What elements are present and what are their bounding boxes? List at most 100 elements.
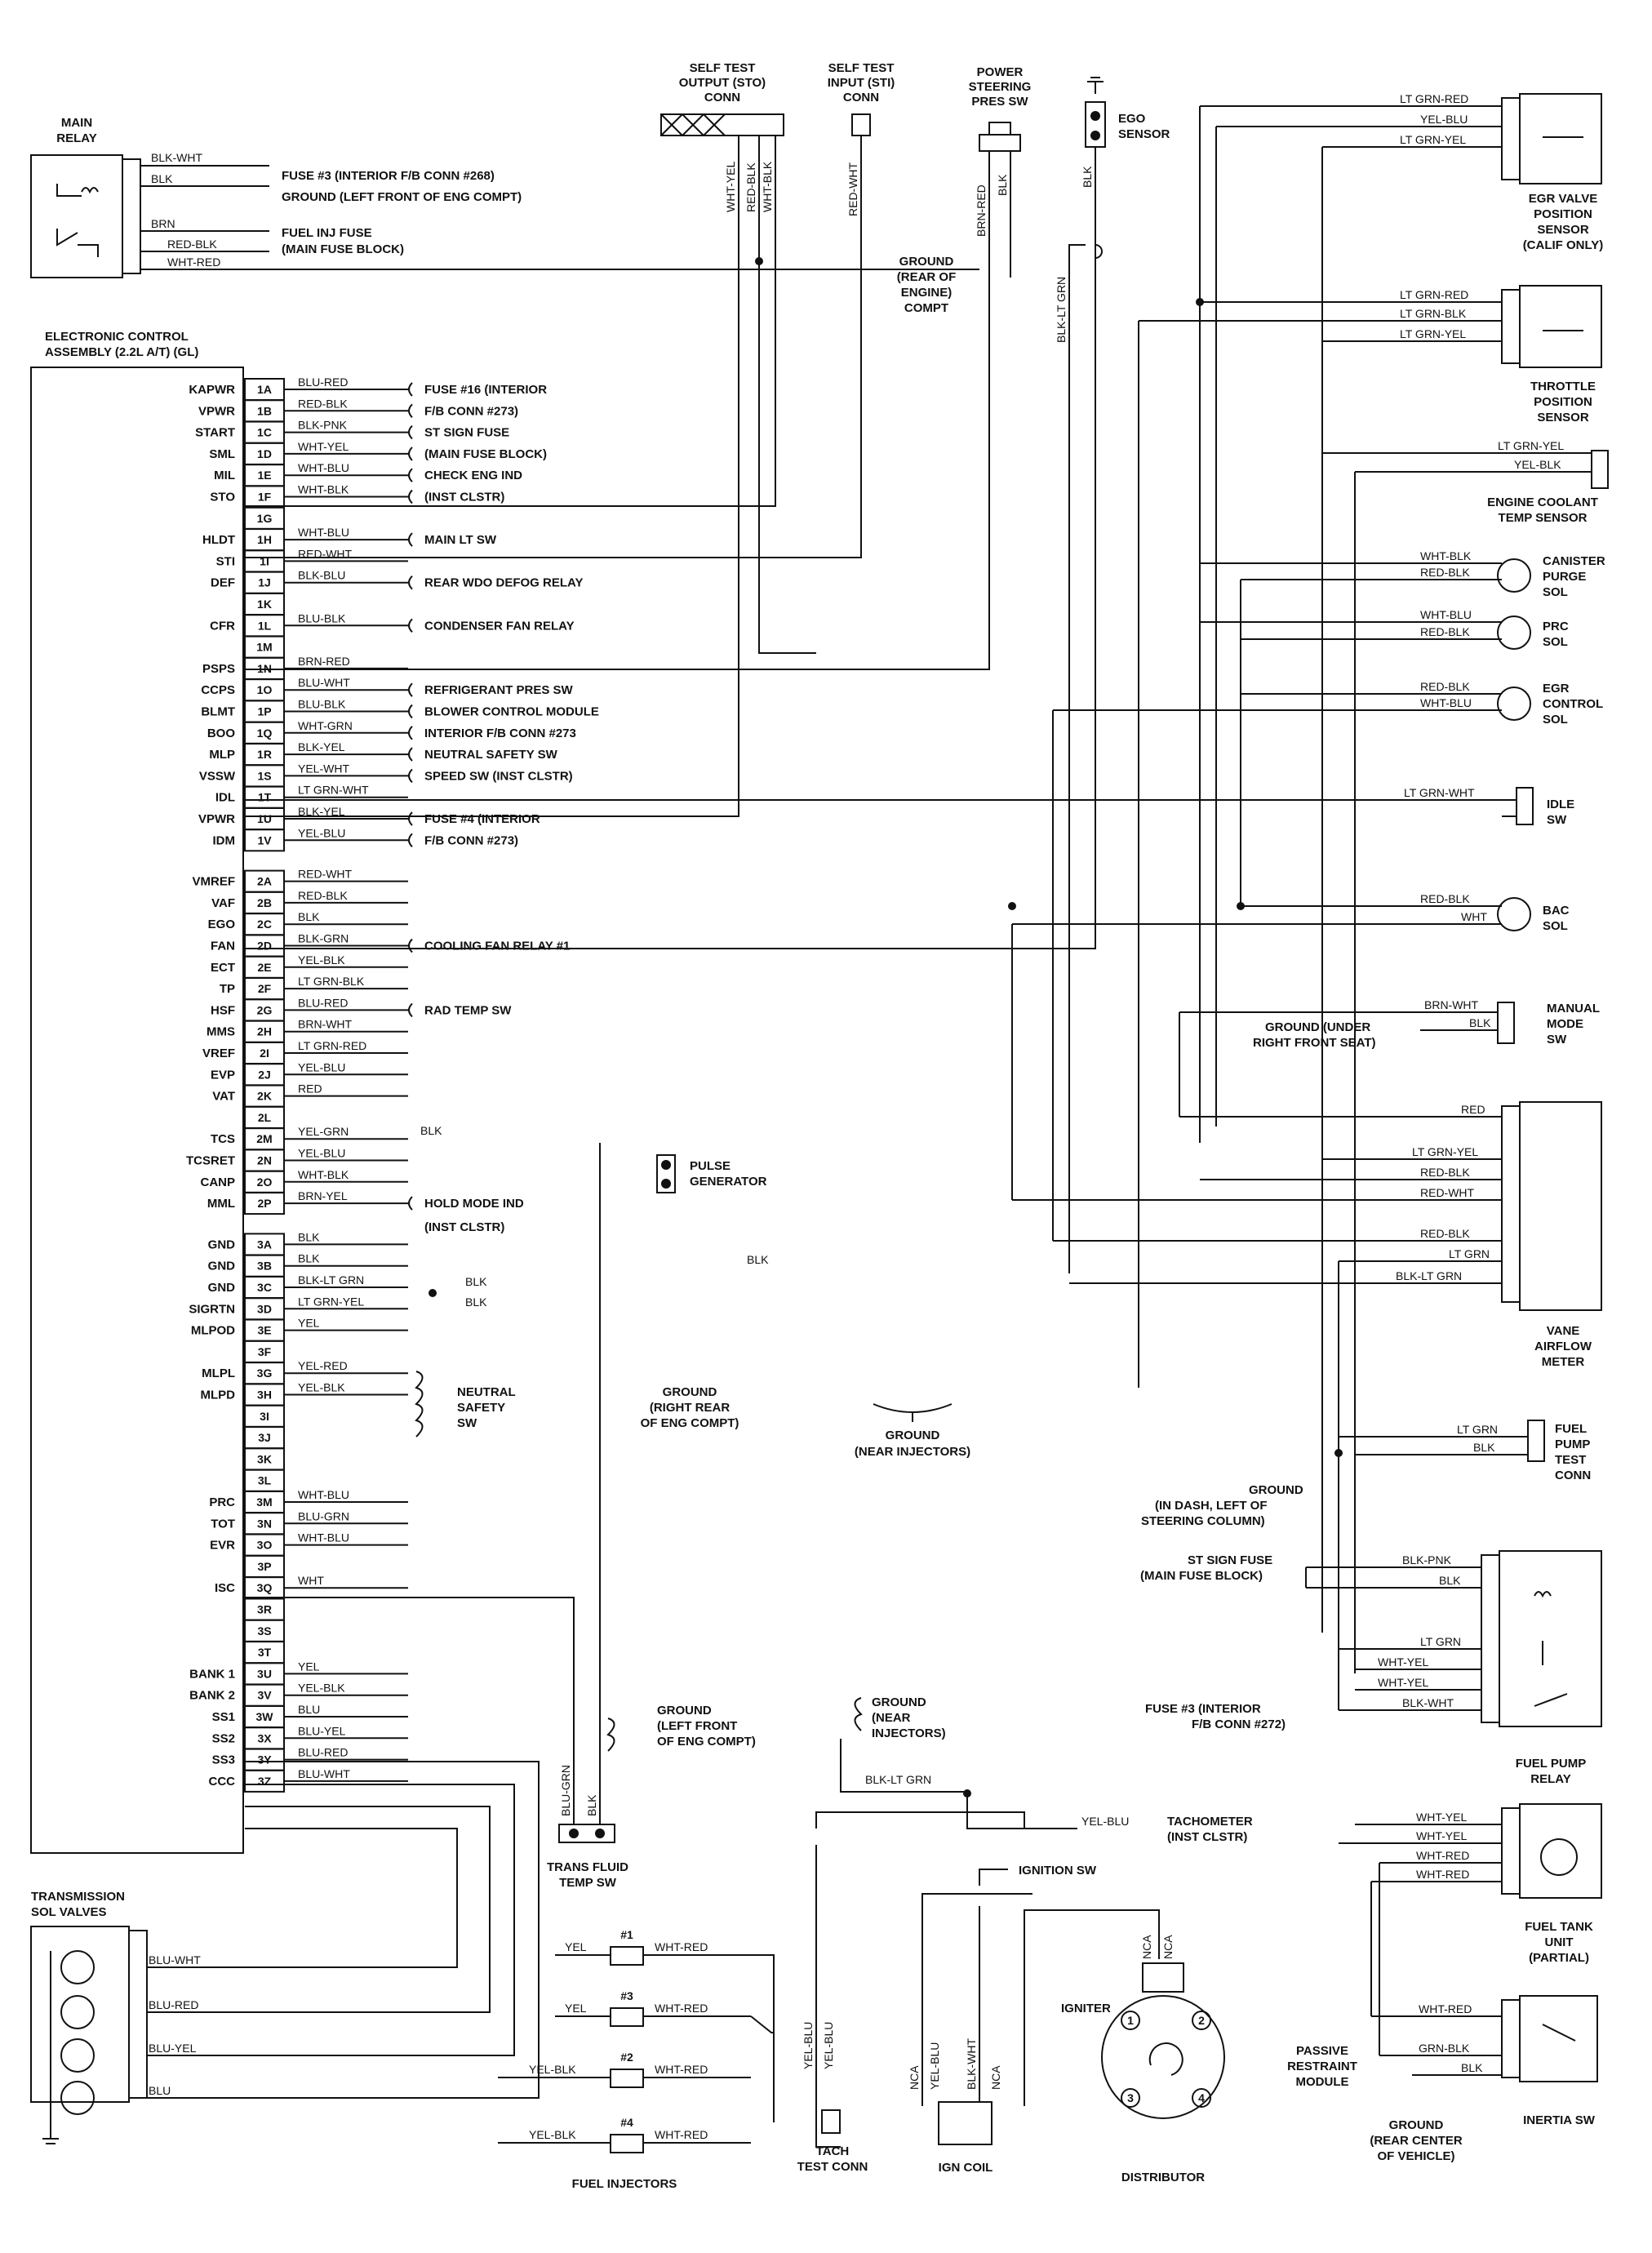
ecu-pin-id: 2A [257, 875, 272, 888]
vaf-wire-4: RED-WHT [1420, 1186, 1475, 1199]
ecu-pin-id: 1V [257, 833, 272, 847]
wire-label-blk-wht: BLK-WHT [151, 151, 202, 164]
ecu-pin-id: 3U [257, 1667, 272, 1680]
ecu-pin-signal: TCS [211, 1132, 235, 1146]
egr-ctrl-title-3: SOL [1543, 713, 1568, 727]
ecu-pin-wire-color: BLK-GRN [298, 932, 349, 945]
wire-label-wht-red: WHT-RED [167, 256, 220, 269]
ecu-pin-wire-color: BLK-BLU [298, 569, 345, 582]
ecu-extra-labels: (INST CLSTR) PULSE GENERATOR BLK BLK BLK… [415, 1124, 970, 1459]
ecu-pin-id: 2P [257, 1197, 271, 1210]
trans-sol-wire-1: BLU-WHT [149, 1953, 201, 1966]
fpr-title-2: RELAY [1530, 1772, 1570, 1786]
vaf-wire-5: RED-BLK [1420, 1227, 1470, 1240]
ecu-pin-signal: STI [216, 554, 235, 568]
ecu-pin-cell [244, 399, 285, 423]
ecu-pin-cell [244, 807, 285, 830]
ecu-pin-dest-brace [408, 424, 413, 440]
ecu-pin-wire-color: RED [298, 1082, 322, 1095]
ecu-pin-signal: MIL [214, 469, 235, 482]
ecu-pin-id: 3J [258, 1431, 271, 1444]
fuel-injectors-title: FUEL INJECTORS [572, 2177, 677, 2191]
fuel-tank-box [1519, 1803, 1602, 1899]
ecu-pin-row: 3S [244, 1619, 285, 1642]
canister-title-1: CANISTER [1543, 554, 1605, 568]
ecu-pin-dest-brace [408, 704, 413, 719]
ecu-pin-signal: TP [220, 982, 235, 996]
ecu-pin-wire-color: BLK-YEL [298, 805, 345, 818]
ground-right-rear-1: GROUND [663, 1385, 717, 1399]
ign-coil-wire-1: NCA [908, 2065, 921, 2090]
ecu-pin-wire-color: BLU-RED [298, 376, 348, 389]
main-relay: MAIN RELAY BLK-WHT BLK BRN RED-BLK WHT-R… [30, 116, 979, 278]
ecu-pin-id: 3X [257, 1731, 272, 1744]
ecu-pin-cell [244, 829, 285, 852]
splice-4 [755, 257, 763, 265]
ecu-pin-signal: KAPWR [189, 383, 235, 397]
wire-label-blk: BLK [151, 172, 173, 185]
relay-dest-ground: GROUND (LEFT FRONT OF ENG COMPT) [282, 190, 522, 204]
wire-label-blk-2l: BLK [420, 1124, 442, 1137]
ecu-pin-id: 2G [257, 1003, 273, 1016]
ecu-pin-cell [244, 1276, 285, 1299]
right-components: LT GRN-RED YEL-BLU LT GRN-YEL EGR VALVE … [245, 92, 1609, 2163]
ground-lf-1: GROUND [657, 1704, 712, 1718]
ecu-pin-id: 2F [258, 982, 272, 995]
trans-sol-wire-3: BLU-YEL [149, 2042, 197, 2055]
ecu-pin-wire-color: WHT-BLK [298, 1168, 349, 1181]
fpr-wire-5: WHT-YEL [1378, 1676, 1428, 1689]
ecu-pin-wire-color: YEL-BLK [298, 1381, 345, 1394]
prc-sol-body [1497, 615, 1531, 650]
ground-rear-2: (REAR OF [897, 270, 957, 284]
splice-3 [1008, 902, 1016, 910]
ecu-pin-dest-brace [408, 532, 413, 547]
ign-coil-wire-2: YEL-BLU [928, 2042, 941, 2090]
ecu-pin-dest-brace [408, 726, 413, 740]
ecu-pin-signal: GND [208, 1260, 236, 1273]
trans-sol-title-2: SOL VALVES [31, 1905, 107, 1919]
cyl-1-label: 1 [1127, 2014, 1134, 2027]
ecu-pin-id: 2L [258, 1111, 272, 1124]
ecu-pin-signal: HSF [211, 1003, 235, 1017]
vaf-wire-1: RED [1461, 1103, 1485, 1116]
tps-title-1: THROTTLE [1530, 380, 1596, 393]
ecu-pin-wire-color: BLK-LT GRN [298, 1273, 364, 1286]
ecu-pin-cell [244, 378, 285, 401]
fuel-pump-relay-connector [1481, 1554, 1500, 1723]
vaf-wire-2: LT GRN-YEL [1412, 1145, 1478, 1158]
ecu-pin-wire-color: YEL-BLK [298, 953, 345, 967]
fpr-wire-1: BLK-PNK [1402, 1553, 1452, 1566]
ecu-pin-signal: MLPL [202, 1366, 235, 1380]
ecu-pin-dest-brace [408, 468, 413, 482]
egr-position-connector [1501, 97, 1521, 180]
ecu-pin-wire-color: BLK [298, 910, 320, 923]
pulse-pin-1 [661, 1160, 671, 1170]
ecu-pin-id: 1Q [257, 727, 273, 740]
ignition-wires [921, 1869, 1160, 2106]
ecu-pin-signal: VAT [212, 1090, 235, 1104]
idle-title-2: SW [1547, 813, 1567, 827]
ecu-title-2: ASSEMBLY (2.2L A/T) (GL) [45, 345, 198, 359]
prc-title-1: PRC [1543, 620, 1569, 633]
ecu-pin-dest-brace [408, 682, 413, 697]
ecu-pin-cell [244, 1020, 285, 1043]
ecu-pin-wire-color: LT GRN-WHT [298, 784, 369, 797]
ecu-pin-id: 1H [257, 533, 272, 546]
injector-body [610, 2134, 644, 2153]
ground-dash-1: GROUND [1249, 1483, 1303, 1497]
